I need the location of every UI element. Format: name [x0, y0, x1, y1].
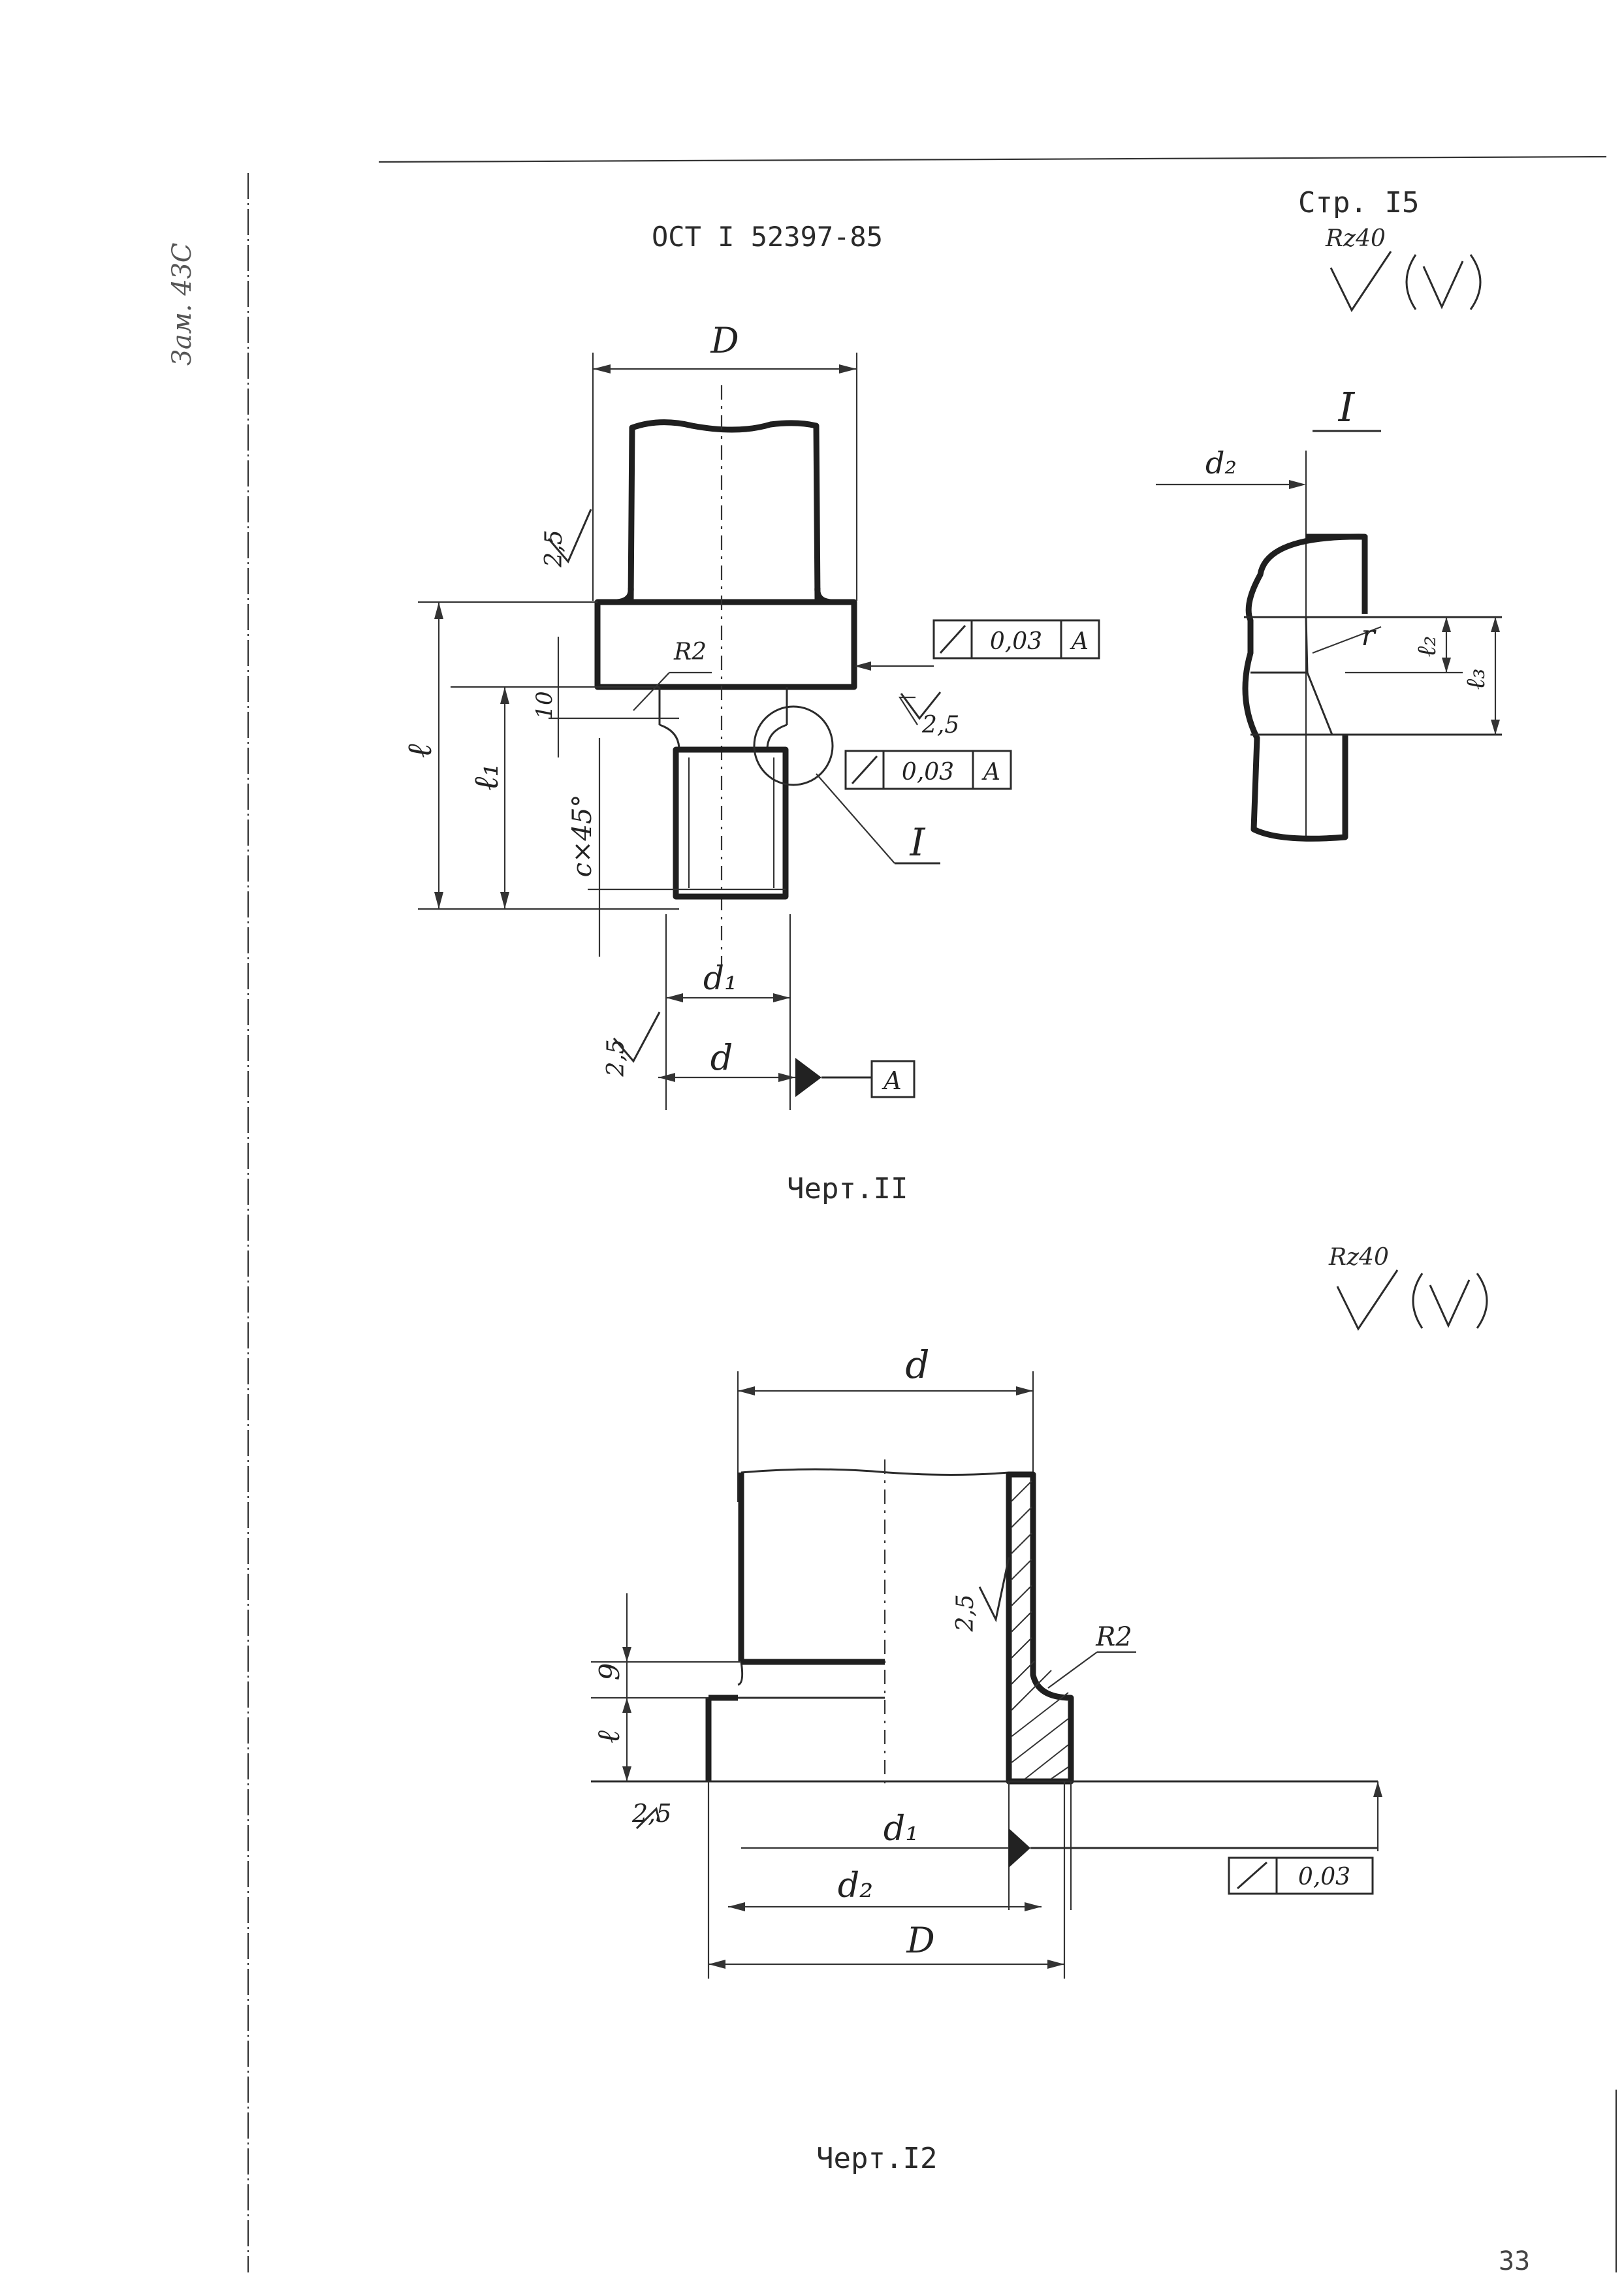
fig11-caption: Черт.II — [787, 1172, 908, 1205]
detail-l2: ℓ₂ — [1412, 636, 1442, 658]
detail-l3: ℓ₃ — [1461, 669, 1491, 690]
fig11-dim-d1: d₁ — [703, 959, 737, 997]
fig12-roughness-bottom: 2,5 — [631, 1799, 671, 1828]
fig12-dim-d1: d₁ — [884, 1809, 919, 1849]
standard-number: ОСТ I 52397-85 — [652, 221, 884, 253]
fig12-roughness-side: 2,5 — [952, 1594, 979, 1632]
fig11-tol1-datum: A — [1070, 628, 1089, 655]
fig11-chamfer: c×45° — [567, 795, 597, 878]
fig11-tol2-datum: A — [981, 759, 1000, 786]
fig12-caption: Черт.I2 — [816, 2142, 938, 2175]
page-number: 33 — [1499, 2246, 1531, 2276]
fig11-r2: R2 — [673, 639, 707, 665]
detail-d2: d₂ — [1205, 445, 1237, 481]
roughness-top-symbol — [1329, 251, 1482, 312]
fig12-dim-l: ℓ — [590, 1730, 627, 1744]
fig11-datum-A: A — [882, 1066, 901, 1095]
roughness-top-value: Rz40 — [1326, 225, 1386, 252]
fig11-roughness-side: 2,5 — [541, 530, 567, 567]
fig12-dim-d2: d₂ — [838, 1866, 873, 1905]
fig12-dim-d: d — [905, 1343, 929, 1387]
fig11-dim-l: ℓ — [400, 744, 439, 758]
detail-r: r — [1361, 619, 1377, 652]
fig12-roughness-value: Rz40 — [1329, 1244, 1389, 1271]
fig11-dim-10: 10 — [532, 691, 558, 719]
fig12-tol-value: 0,03 — [1298, 1864, 1350, 1890]
hatch-pattern — [1010, 1480, 1069, 1779]
page-label: Стр. I5 — [1298, 186, 1420, 219]
fig11-dim-l1: ℓ₁ — [467, 763, 506, 791]
fig12-dim-D: D — [906, 1920, 934, 1961]
fig12-dim-g: 9 — [594, 1663, 626, 1681]
detail-title: I — [1338, 383, 1356, 431]
fig11-roughness-bottom: 2,5 — [603, 1039, 629, 1077]
fig11-tol2-value: 0,03 — [902, 759, 954, 786]
fig12-r2: R2 — [1095, 1622, 1132, 1652]
fig11-dim-d: d — [710, 1037, 733, 1078]
fig11-detail-callout: I — [910, 820, 926, 865]
fig11-roughness-mid: 2,5 — [921, 712, 959, 739]
fig11-dim-D: D — [710, 320, 739, 361]
fig11-tol1-value: 0,03 — [990, 628, 1042, 655]
fig12-roughness-symbol — [1336, 1269, 1488, 1331]
